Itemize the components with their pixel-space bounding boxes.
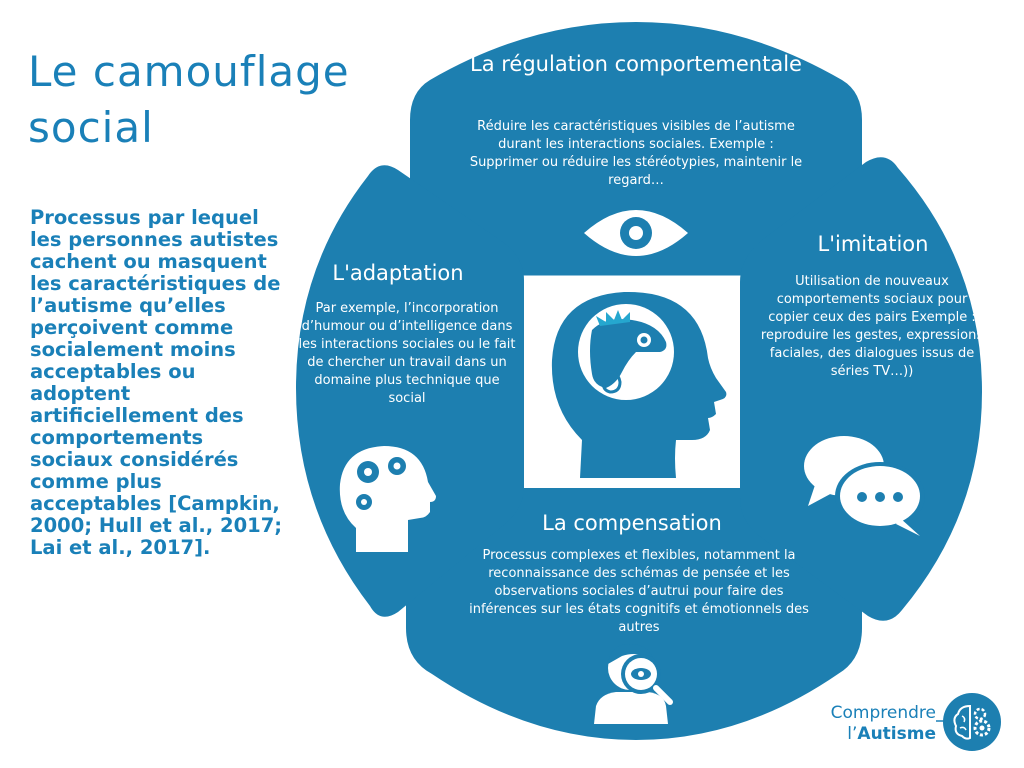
page-title: Le camouflage social bbox=[28, 47, 350, 152]
logo-line1: Comprendre bbox=[830, 703, 936, 723]
logo-line2-prefix: l’ bbox=[847, 724, 858, 744]
adaptation-title: L'adaptation bbox=[332, 261, 464, 285]
segment-compensation bbox=[406, 488, 862, 740]
eye-icon bbox=[584, 210, 688, 256]
logo-line2: l’Autisme bbox=[806, 724, 936, 745]
chameleon-head-icon bbox=[551, 291, 727, 478]
logo-line2-bold: Autisme bbox=[857, 724, 936, 744]
imitation-title: L'imitation bbox=[817, 232, 929, 256]
head-gears-icon bbox=[339, 446, 436, 552]
regulation-title: La régulation comportementale bbox=[470, 52, 802, 76]
definition-text: Processus par lequel les personnes autis… bbox=[30, 206, 283, 559]
adaptation-text: Par exemple, l’incorporation d’humour ou… bbox=[298, 301, 516, 406]
compensation-text: Processus complexes et flexibles, notamm… bbox=[469, 548, 809, 635]
imitation-text: Utilisation de nouveaux comportements so… bbox=[760, 274, 984, 379]
speech-bubbles-icon bbox=[804, 436, 925, 536]
regulation-text: Réduire les caractéristiques visibles de… bbox=[469, 119, 803, 188]
brain-gear-logo-icon bbox=[943, 693, 1001, 751]
compensation-title: La compensation bbox=[542, 511, 722, 535]
magnifier-person-icon bbox=[594, 644, 673, 724]
logo-text: Comprendre l’Autisme bbox=[806, 703, 936, 745]
